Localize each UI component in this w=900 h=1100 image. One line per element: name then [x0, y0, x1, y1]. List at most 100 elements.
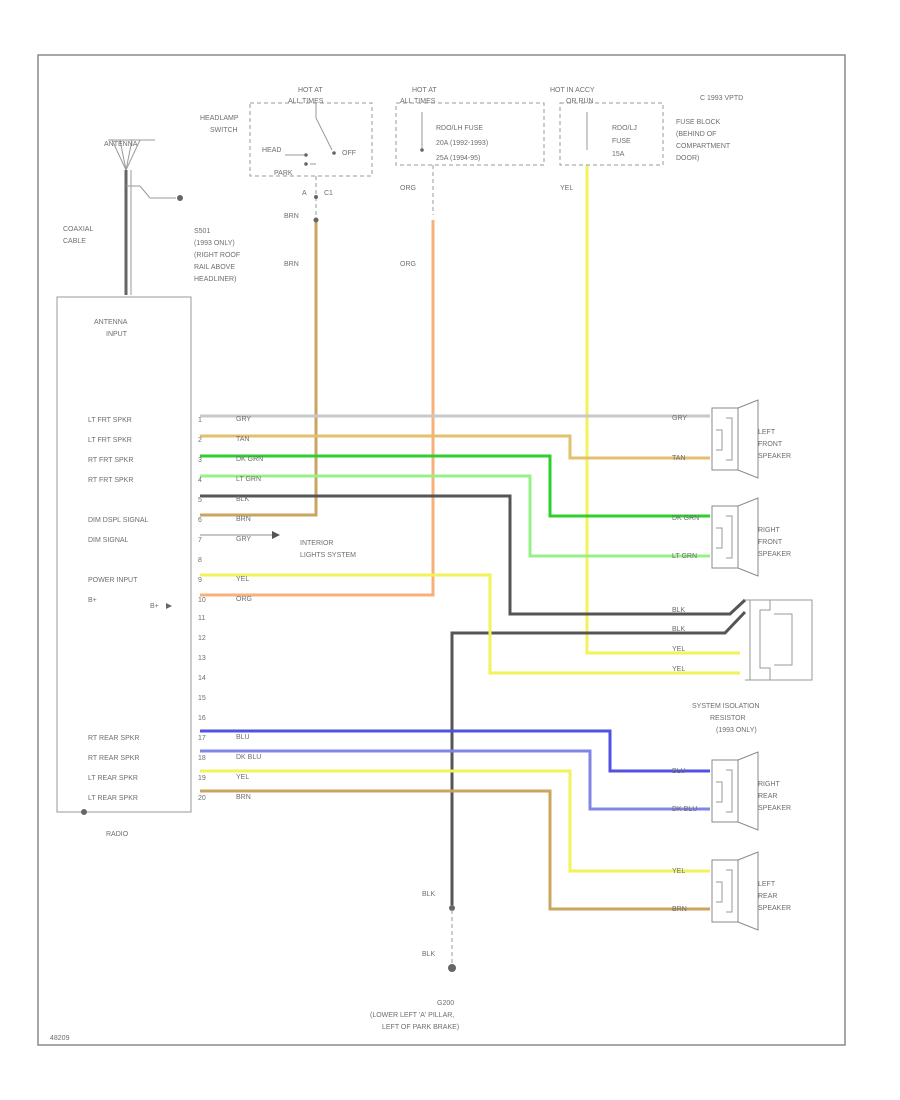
splice-line-3: RAIL ABOVE: [194, 264, 235, 271]
radio-pin-number: 16: [198, 715, 206, 722]
splice-line-0: S501: [194, 228, 210, 235]
headlamp-title-1: SWITCH: [210, 127, 238, 134]
speaker-name: FRONT: [758, 441, 783, 448]
radio-pin-wire: DK BLU: [236, 754, 261, 761]
radio-pin-number: 14: [198, 675, 206, 682]
fuse-block-line-1: FUSE BLOCK: [676, 119, 721, 126]
diagram-id: 48209: [50, 1035, 70, 1042]
coax-label-2: CABLE: [63, 238, 86, 245]
wire-label-yel-top: YEL: [560, 185, 573, 192]
radio-pin-wire: GRY: [236, 536, 251, 543]
radio-pin-number: 10: [198, 597, 206, 604]
fuse-radio-hot-1: ALL TIMES: [400, 98, 436, 105]
wire-label-brn-mid: BRN: [284, 261, 299, 268]
antenna-label: ANTENNA: [104, 141, 138, 148]
speaker-name: LEFT: [758, 429, 776, 436]
wire-label-iso-0: BLK: [672, 607, 686, 614]
radio-pin-number: 1: [198, 417, 202, 424]
radio-pin-number: 19: [198, 775, 206, 782]
wire-brn-headlamp: [200, 220, 318, 517]
interior-lights-0: INTERIOR: [300, 540, 333, 547]
speaker-name: RIGHT: [758, 527, 781, 534]
wire-org-b-plus: [200, 220, 435, 597]
fuse-acc-line-1: FUSE: [612, 138, 631, 145]
radio-pin-wire: LT GRN: [236, 476, 261, 483]
radio-pin-wire: YEL: [236, 774, 249, 781]
speaker-name: SPEAKER: [758, 551, 791, 558]
fuse-acc-hot-0: HOT IN ACCY: [550, 87, 595, 94]
radio-pin-number: 6: [198, 517, 202, 524]
wires: [200, 165, 747, 911]
splice-line-1: (1993 ONLY): [194, 240, 235, 247]
speaker-wire-label: GRY: [672, 415, 687, 422]
interior-lights-1: LIGHTS SYSTEM: [300, 552, 356, 559]
speaker-wire-label: YEL: [672, 868, 685, 875]
headlamp-hot-1: ALL TIMES: [288, 98, 324, 105]
radio-title: RADIO: [106, 831, 129, 838]
headlamp-pos-park: PARK: [274, 170, 293, 177]
headlamp-title-0: HEADLAMP: [200, 115, 239, 122]
wire-dkblu-rr: [200, 749, 710, 811]
coax-label-1: COAXIAL: [63, 226, 93, 233]
antenna-input-0: ANTENNA: [94, 319, 128, 326]
radio-pin-number: 18: [198, 755, 206, 762]
speaker-name: FRONT: [758, 539, 783, 546]
headlamp-connector: C1: [324, 190, 333, 197]
radio-pin-wire: BRN: [236, 516, 251, 523]
wire-blu-rr: [200, 729, 710, 773]
radio-pin-number: 4: [198, 477, 202, 484]
headlamp-pos-off: OFF: [342, 150, 356, 157]
radio-pin-number: 3: [198, 457, 202, 464]
wire-yel-power: [200, 573, 740, 675]
radio-pin-label: B+: [150, 603, 159, 610]
radio-pin-number: 5: [198, 497, 202, 504]
radio-pin-number: 2: [198, 437, 202, 444]
radio-pin-number: 11: [198, 615, 205, 622]
ground-line-2: LEFT OF PARK BRAKE): [382, 1024, 459, 1031]
wire-yel-lr: [200, 769, 710, 873]
antenna-group: ANTENNA COAXIAL CABLE S501 (1993 ONLY) (…: [63, 139, 240, 295]
headlamp-pin: A: [302, 190, 307, 197]
fuse-acc-hot-1: OR RUN: [566, 98, 594, 105]
ground-wire-upper: BLK: [422, 891, 436, 898]
speaker-left-front: LEFT FRONT SPEAKER GRY TAN: [672, 399, 791, 479]
radio-pin-label: LT FRT SPKR: [88, 417, 132, 424]
speaker-wire-label: BRN: [672, 906, 687, 913]
fuse-block-note: C 1993 VPTD FUSE BLOCK (BEHIND OF COMPAR…: [676, 95, 743, 162]
radio-pin-label: DIM DSPL SIGNAL: [88, 517, 149, 524]
fuse-radio-line-0: RDO/LH FUSE: [436, 125, 483, 132]
ground-wire-lower: BLK: [422, 951, 436, 958]
speaker-name: SPEAKER: [758, 905, 791, 912]
speaker-name: SPEAKER: [758, 453, 791, 460]
fuse-radio: HOT AT ALL TIMES RDO/LH FUSE 20A (1992-1…: [395, 87, 545, 268]
ground: BLK BLK G200 (LOWER LEFT 'A' PILLAR, LEF…: [370, 891, 459, 1031]
radio-pin-number: 12: [198, 635, 206, 642]
radio-pin-number: 8: [198, 557, 202, 564]
wire-blk-ground: [450, 610, 747, 905]
speaker-wire-label: TAN: [672, 455, 685, 462]
radio-pin-number: 7: [198, 537, 202, 544]
speaker-name: SPEAKER: [758, 805, 791, 812]
fuse-acc: HOT IN ACCY OR RUN RDO/LJ FUSE 15A YEL: [550, 87, 664, 192]
speaker-name: RIGHT: [758, 781, 781, 788]
headlamp-hot-0: HOT AT: [298, 87, 323, 94]
iso-name-2: (1993 ONLY): [716, 727, 757, 734]
radio-pin-label: RT FRT SPKR: [88, 457, 133, 464]
radio-pin-number: 15: [198, 695, 206, 702]
radio-pin-label: LT FRT SPKR: [88, 437, 132, 444]
radio-pin-wire: DK GRN: [236, 456, 263, 463]
speaker-wire-label: LT GRN: [672, 553, 697, 560]
wire-label-iso-1: BLK: [672, 626, 686, 633]
wire-label-iso-3: YEL: [672, 666, 685, 673]
speakers: LEFTFRONTSPEAKERGRYTANRIGHTFRONTSPEAKERD…: [672, 399, 791, 931]
radio-pin-label: LT REAR SPKR: [88, 795, 138, 802]
fuse-radio-line-1: 20A (1992-1993): [436, 140, 488, 147]
splice-line-2: (RIGHT ROOF: [194, 252, 240, 259]
wire-label-org-top: ORG: [400, 185, 416, 192]
radio-pin-label: DIM SIGNAL: [88, 537, 129, 544]
ground-line-1: (LOWER LEFT 'A' PILLAR,: [370, 1012, 454, 1019]
radio-pin-number: 20: [198, 795, 206, 802]
fuse-acc-line-0: RDO/LJ: [612, 125, 637, 132]
